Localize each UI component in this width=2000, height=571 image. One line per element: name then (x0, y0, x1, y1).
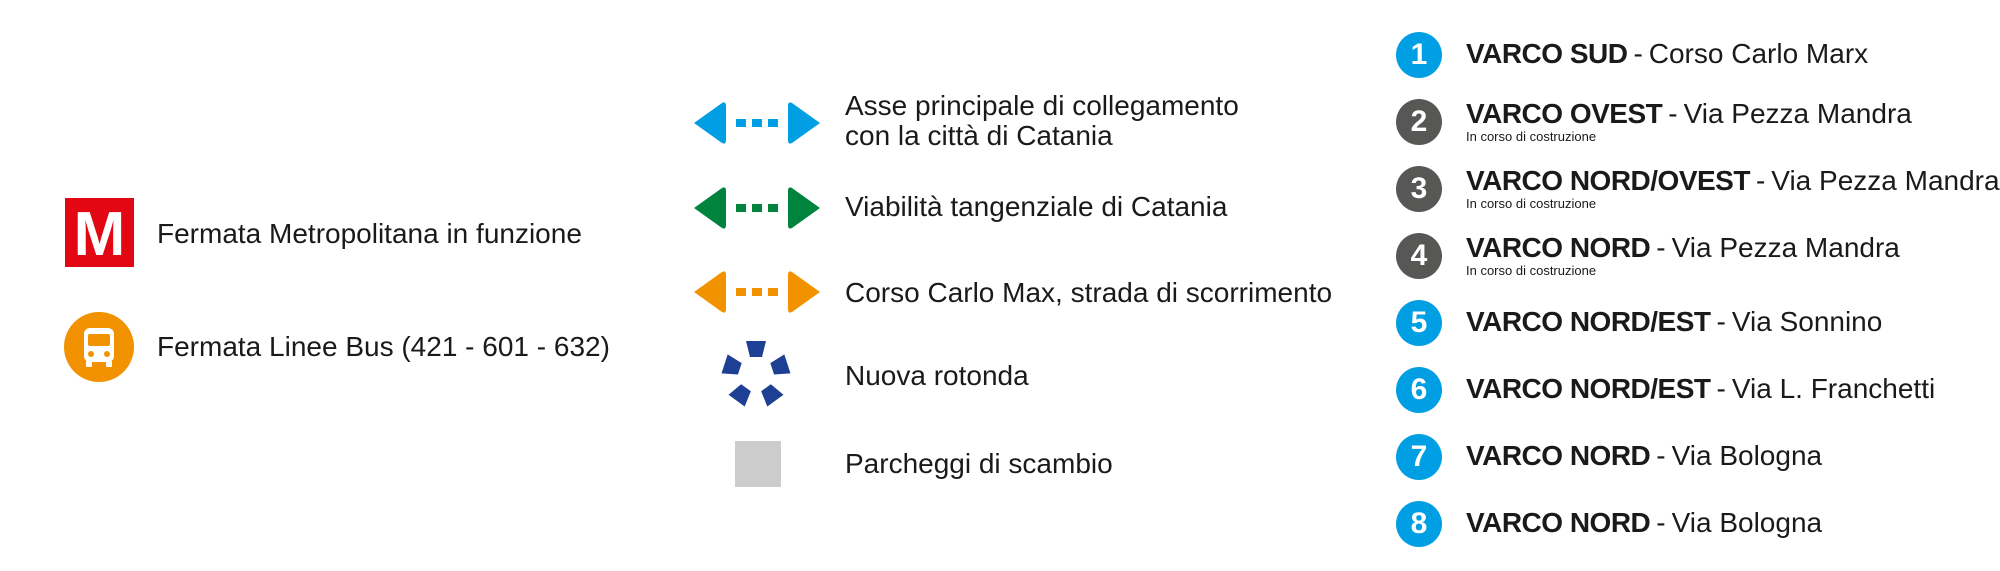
gate-label: VARCO OVEST-Via Pezza Mandra (1466, 99, 1912, 129)
metro-stop-label: Fermata Metropolitana in funzione (157, 218, 582, 249)
gate-status-note: In corso di costruzione (1466, 263, 1597, 278)
gate-number-badge: 4 (1396, 233, 1442, 279)
gate-number-badge: 1 (1396, 32, 1442, 78)
gate-name: VARCO NORD (1466, 507, 1651, 538)
gate-name: VARCO NORD/OVEST (1466, 165, 1750, 196)
gate-separator: - (1656, 232, 1666, 263)
metro-icon: M (65, 198, 134, 267)
gate-separator: - (1716, 306, 1726, 337)
gate-number-badge: 6 (1396, 367, 1442, 413)
gate-street: Via Bologna (1671, 507, 1823, 538)
gate-label: VARCO NORD-Via Bologna (1466, 441, 1822, 471)
corso-double-arrow-icon (694, 270, 820, 314)
gate-label: VARCO SUD-Corso Carlo Marx (1466, 39, 1868, 69)
gate-street: Corso Carlo Marx (1648, 38, 1869, 69)
gate-name: VARCO OVEST (1466, 98, 1663, 129)
roundabout-label: Nuova rotonda (845, 360, 1029, 391)
gate-label: VARCO NORD-Via Bologna (1466, 508, 1822, 538)
main-axis-label-line1: Asse principale di collegamento (845, 90, 1239, 121)
gate-separator: - (1656, 440, 1666, 471)
gate-separator: - (1668, 98, 1678, 129)
gate-name: VARCO SUD (1466, 38, 1628, 69)
gate-separator: - (1716, 373, 1726, 404)
main-axis-double-arrow-icon (694, 101, 820, 145)
corso-label: Corso Carlo Max, strada di scorrimento (845, 277, 1333, 308)
gate-street: Via Pezza Mandra (1671, 232, 1900, 263)
gate-name: VARCO NORD/EST (1466, 306, 1711, 337)
gate-street: Via Sonnino (1731, 306, 1883, 337)
gate-name: VARCO NORD/EST (1466, 373, 1711, 404)
ring-road-label: Viabilità tangenziale di Catania (845, 191, 1228, 222)
roundabout-icon (720, 338, 792, 410)
gate-status-note: In corso di costruzione (1466, 196, 1597, 211)
gate-number-badge: 3 (1396, 166, 1442, 212)
gate-number-badge: 7 (1396, 434, 1442, 480)
parking-label: Parcheggi di scambio (845, 448, 1113, 479)
gate-name: VARCO NORD (1466, 232, 1651, 263)
main-axis-label-line2: con la città di Catania (845, 120, 1113, 151)
gate-number-badge: 5 (1396, 300, 1442, 346)
ring-road-double-arrow-icon (694, 186, 820, 230)
gate-name: VARCO NORD (1466, 440, 1651, 471)
gate-street: Via Pezza Mandra (1683, 98, 1912, 129)
gate-separator: - (1656, 507, 1666, 538)
bus-stop-label: Fermata Linee Bus (421 - 601 - 632) (157, 331, 610, 362)
gate-separator: - (1633, 38, 1643, 69)
gate-separator: - (1755, 165, 1766, 196)
gate-number-badge: 8 (1396, 501, 1442, 547)
gate-label: VARCO NORD/EST-Via L. Franchetti (1466, 374, 1935, 404)
parking-square-icon (735, 441, 781, 487)
gate-label: VARCO NORD/OVEST-Via Pezza Mandra (1466, 166, 2000, 196)
gate-label: VARCO NORD-Via Pezza Mandra (1466, 233, 1900, 263)
gate-street: Via Bologna (1671, 440, 1823, 471)
gate-street: Via Pezza Mandra (1771, 165, 2000, 196)
gate-label: VARCO NORD/EST-Via Sonnino (1466, 307, 1882, 337)
gate-street: Via L. Franchetti (1731, 373, 1936, 404)
gate-number-badge: 2 (1396, 99, 1442, 145)
svg-text:M: M (74, 200, 126, 267)
gate-status-note: In corso di costruzione (1466, 129, 1597, 144)
bus-icon (64, 312, 134, 382)
